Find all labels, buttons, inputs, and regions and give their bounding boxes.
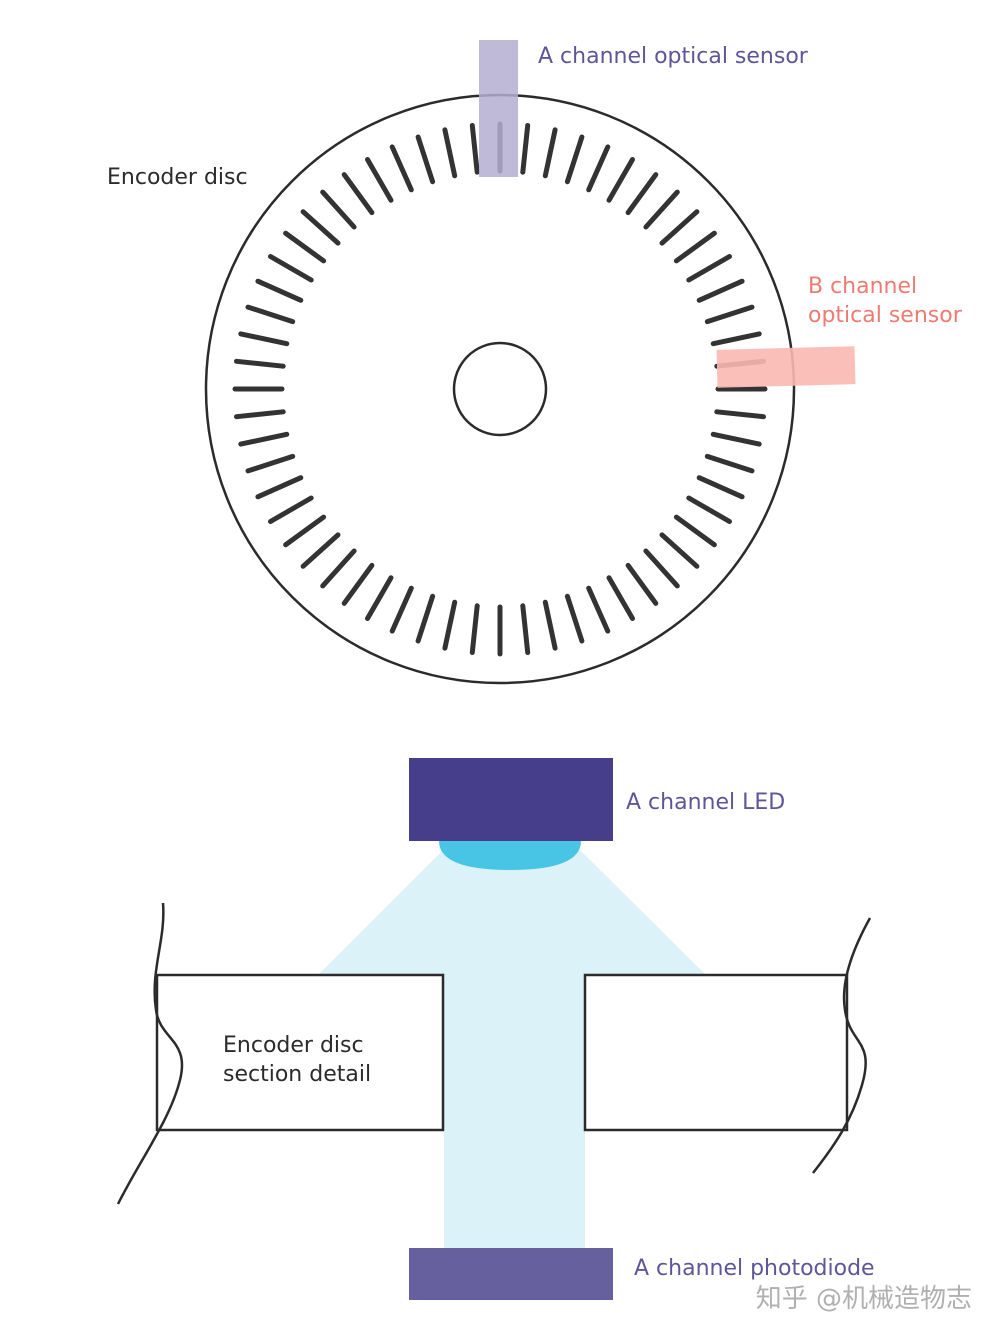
encoder-slot [643,189,680,230]
encoder-slot [389,144,414,193]
encoder-slot [643,548,680,589]
encoder-slot [542,127,558,179]
encoder-slot [283,230,327,264]
encoder-slot [238,431,290,447]
light-beam-spread [316,850,708,977]
encoder-slot [586,585,611,634]
section-break-line-right [812,917,872,1174]
encoder-slot [606,575,635,621]
encoder-disc-label: Encoder disc [107,165,248,190]
encoder-slot [365,575,394,621]
encoder-slot [268,254,314,283]
encoder-slot [320,189,357,230]
b-channel-optical-sensor-label-line2: optical sensor [808,303,963,328]
encoder-disc-slots [232,121,768,657]
watermark: 知乎 @机械造物志 [756,1284,972,1314]
encoder-slot [442,127,458,179]
encoder-slot [673,230,717,264]
a-channel-photodiode-label: A channel photodiode [634,1256,875,1281]
encoder-slot [625,562,659,606]
section-break-line-left [116,902,184,1205]
encoder-disc-section-right [583,973,849,1132]
encoder-slot [686,495,732,524]
a-channel-photodiode [409,1248,613,1300]
encoder-slot [442,599,458,651]
encoder-slot [704,453,755,474]
encoder-slot [704,304,755,325]
encoder-slot [389,585,414,634]
encoder-slot [255,475,304,500]
light-beam-column [444,970,585,1250]
a-channel-led-label: A channel LED [626,790,785,815]
encoder-slot [300,532,341,569]
encoder-slot [586,144,611,193]
encoder-slot [520,603,531,655]
encoder-slot [659,532,700,569]
encoder-slot [245,453,296,474]
encoder-slot [234,409,286,420]
encoder-slot [606,157,635,203]
encoder-slot [542,599,558,651]
a-channel-optical-sensor [479,40,518,177]
encoder-disc-section-label-line1: Encoder disc [223,1033,364,1058]
encoder-slot [300,209,341,246]
encoder-slot [415,134,436,185]
encoder-slot [710,331,762,347]
encoder-slot [341,172,375,216]
encoder-slot [520,123,531,175]
encoder-slot [564,134,585,185]
encoder-slot [659,209,700,246]
encoder-disc-section-label-line2: section detail [223,1062,371,1087]
encoder-slot [283,514,327,548]
encoder-slot [696,278,745,303]
encoder-slot [673,514,717,548]
a-channel-optical-sensor-label: A channel optical sensor [538,44,809,69]
b-channel-optical-sensor-label-line1: B channel [808,274,917,299]
encoder-slot [710,431,762,447]
encoder-slot [564,593,585,644]
encoder-slot [469,123,480,175]
encoder-slot [320,548,357,589]
encoder-slot [696,475,745,500]
encoder-slot [255,278,304,303]
section-detail-view: A channel LED Encoder disc section detai… [116,758,972,1314]
encoder-slot [365,157,394,203]
encoder-slot [415,593,436,644]
encoder-slot [625,172,659,216]
encoder-slot [245,304,296,325]
encoder-slot [234,358,286,369]
encoder-slot [469,603,480,655]
encoder-slot [686,254,732,283]
a-channel-led [409,758,613,841]
encoder-slot [268,495,314,524]
encoder-slot [238,331,290,347]
encoder-disc-hub [452,341,548,437]
encoder-slot [341,562,375,606]
a-channel-led-lens [439,841,581,870]
b-channel-optical-sensor [716,346,856,388]
encoder-slot [714,409,766,420]
encoder-disc-view: A channel optical sensor Encoder disc B … [107,40,963,685]
encoder-disc-section-left [155,973,445,1132]
